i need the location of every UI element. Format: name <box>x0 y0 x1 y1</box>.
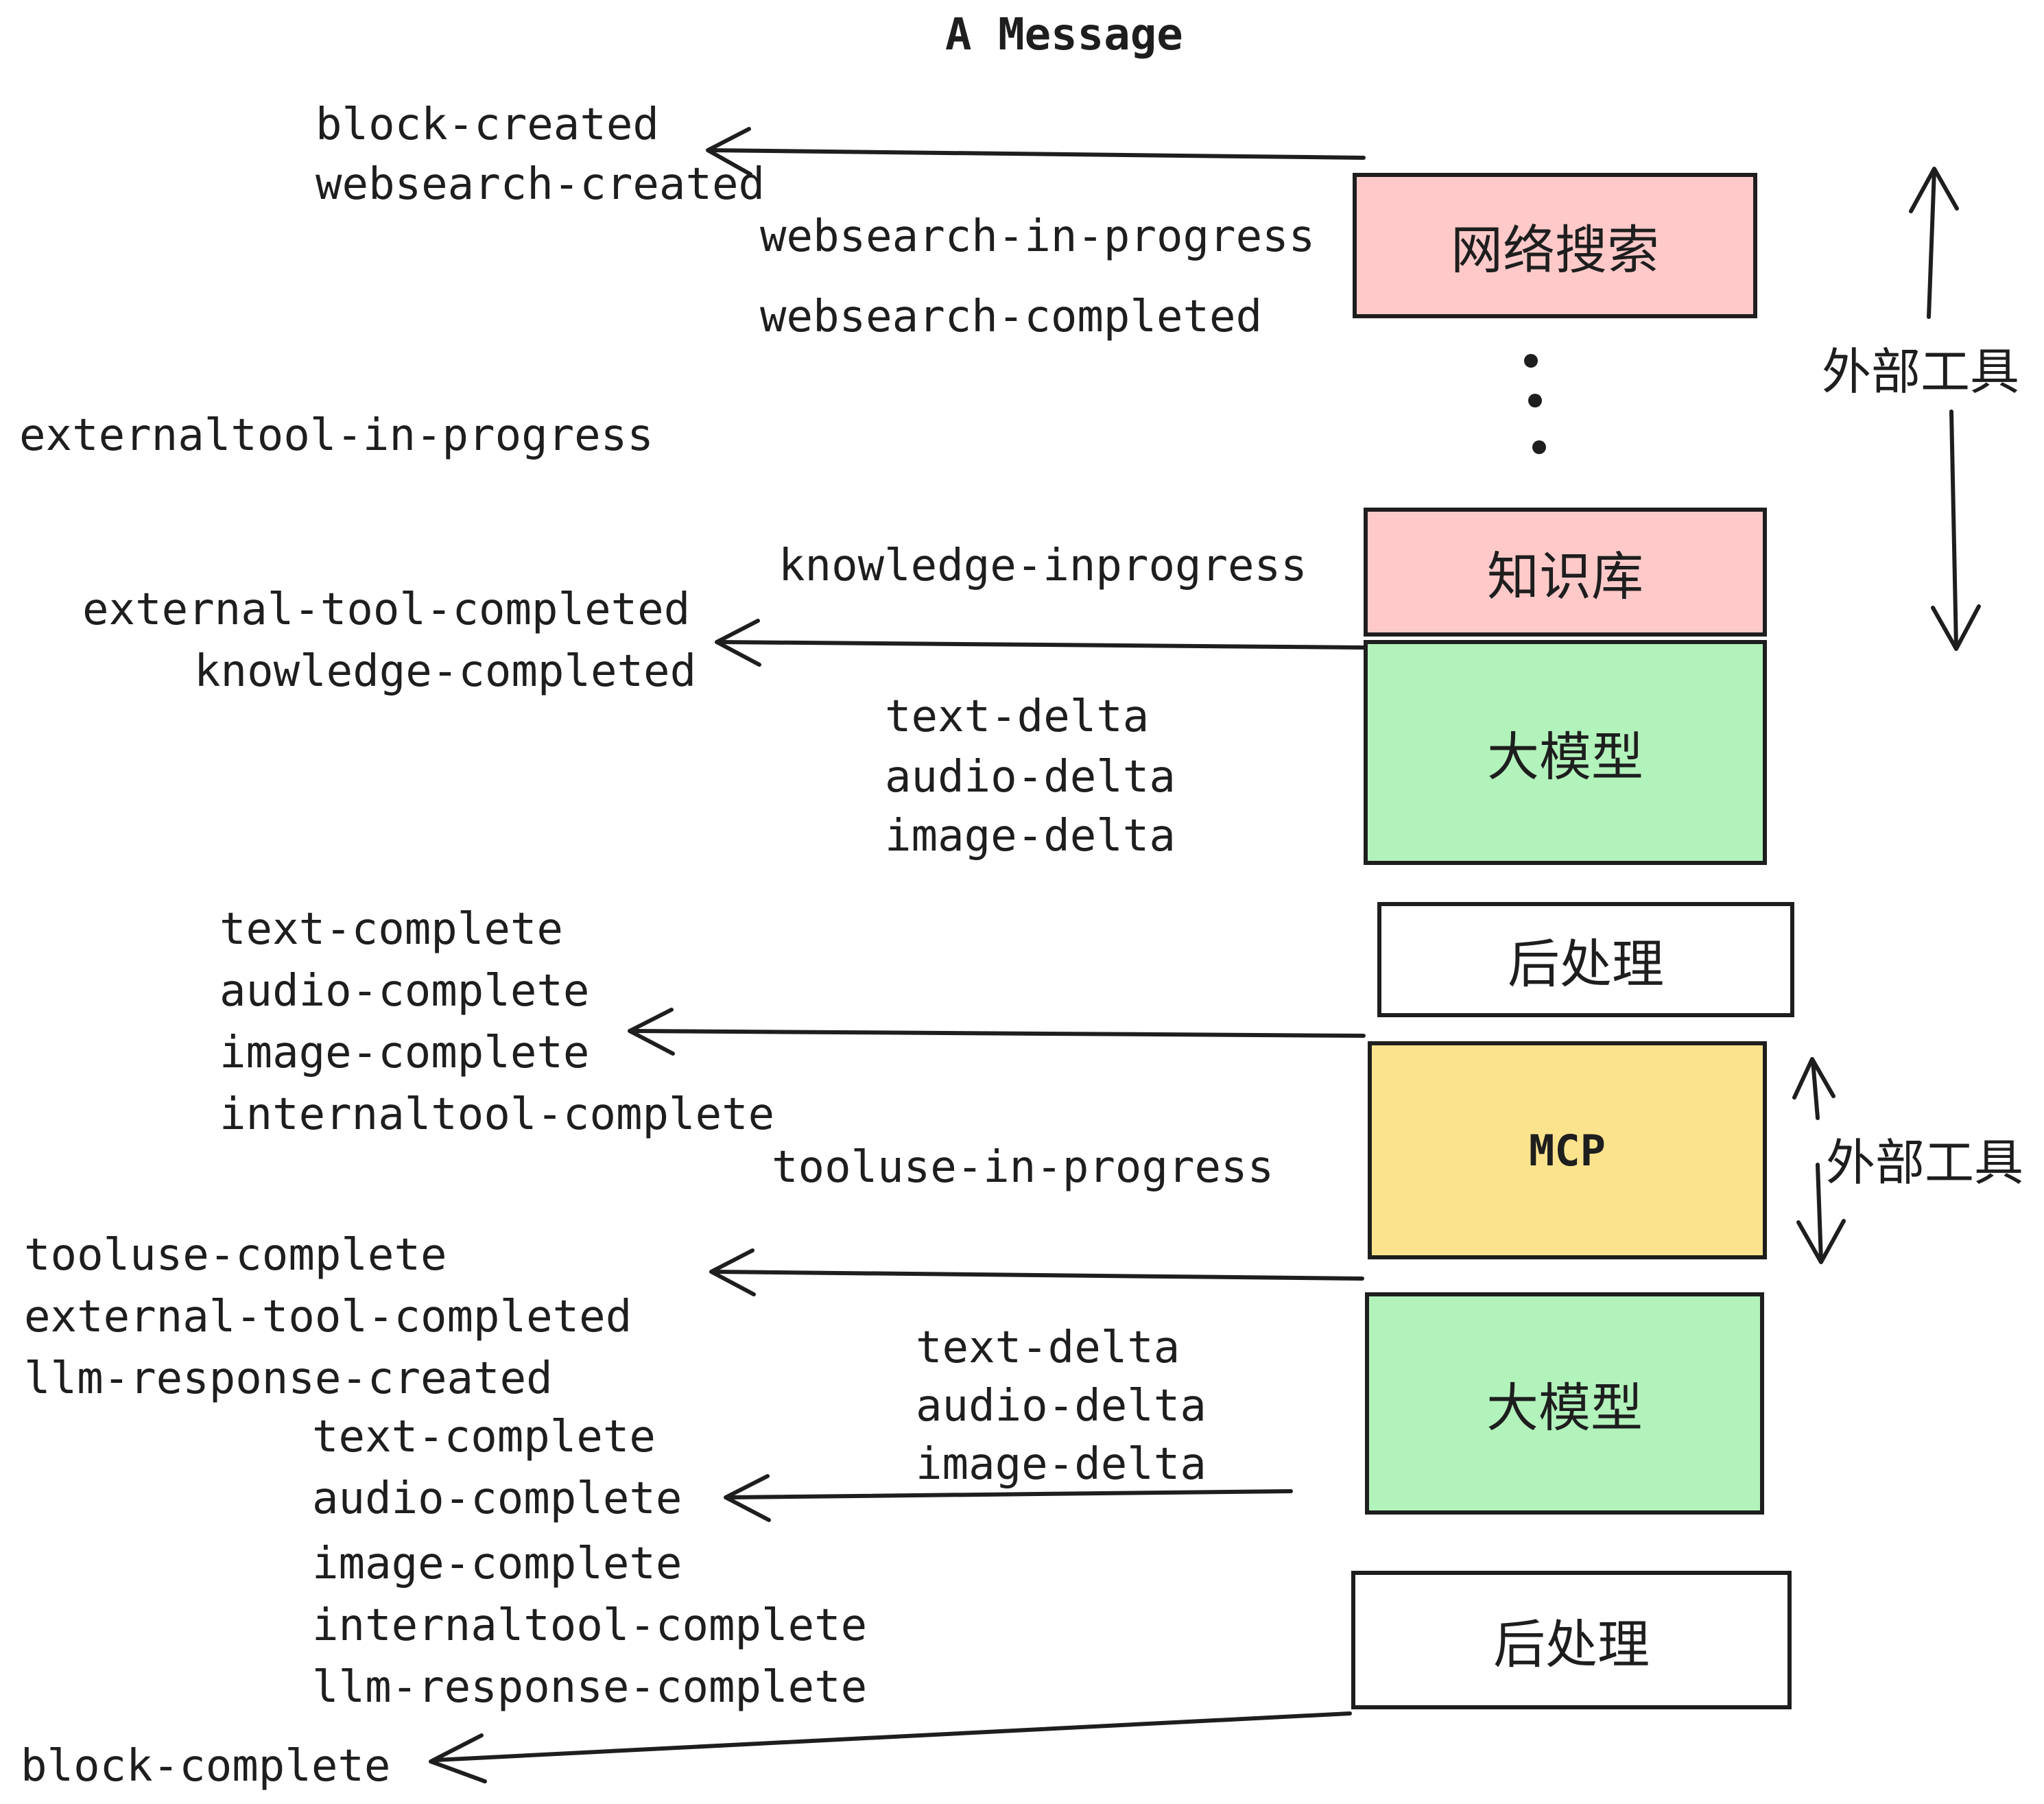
box-websearch: 网络搜索 <box>1353 173 1757 318</box>
box-llm-2: 大模型 <box>1365 1292 1764 1515</box>
arrow-external-tools-down-1 <box>1949 410 1958 650</box>
box-knowledge: 知识库 <box>1364 508 1767 637</box>
box-websearch-label: 网络搜索 <box>1451 222 1659 280</box>
event-text-complete: text-complete <box>219 904 563 955</box>
event-image-complete: image-complete <box>219 1028 590 1078</box>
box-llm-2-label: 大模型 <box>1486 1379 1643 1438</box>
box-postprocess-1: 后处理 <box>1377 902 1794 1017</box>
diagram-title: A Message <box>945 10 1183 60</box>
box-knowledge-label: 知识库 <box>1487 548 1643 606</box>
arrowhead-to-knowledge-completed <box>715 619 761 667</box>
box-llm-1-label: 大模型 <box>1487 728 1643 787</box>
event-audio-complete: audio-complete <box>219 966 590 1017</box>
ellipsis-dot <box>1524 354 1538 368</box>
event-image-delta-2: image-delta <box>916 1439 1207 1490</box>
arrowhead-to-tooluse-complete <box>709 1248 756 1296</box>
box-llm-1: 大模型 <box>1364 640 1767 865</box>
event-knowledge-completed: knowledge-completed <box>194 646 697 697</box>
event-llm-response-complete: llm-response-complete <box>312 1662 868 1713</box>
arrow-to-audio-complete <box>726 1489 1293 1499</box>
event-external-tool-completed: external-tool-completed <box>82 584 691 635</box>
box-postprocess-2: 后处理 <box>1351 1571 1792 1709</box>
arrow-to-block-complete <box>433 1711 1352 1762</box>
side-label-external-tools-1: 外部工具 <box>1822 345 2020 400</box>
event-knowledge-inprogress: knowledge-inprogress <box>779 541 1307 591</box>
event-block-complete: block-complete <box>21 1741 391 1792</box>
box-mcp-label: MCP <box>1529 1125 1606 1176</box>
arrowhead-external-tools-down-1 <box>1931 604 1981 651</box>
ellipsis-dot <box>1528 394 1542 407</box>
arrow-to-websearch-created <box>708 148 1366 160</box>
arrow-to-image-complete <box>630 1029 1366 1038</box>
arrow-external-tools-up-2 <box>1811 1058 1820 1120</box>
box-mcp: MCP <box>1368 1041 1767 1259</box>
event-external-tool-completed-2: external-tool-completed <box>24 1292 632 1342</box>
event-audio-complete-2: audio-complete <box>312 1473 682 1524</box>
event-internaltool-complete: internaltool-complete <box>219 1089 775 1140</box>
arrowhead-external-tools-down-2 <box>1796 1219 1846 1264</box>
event-image-complete-2: image-complete <box>312 1539 682 1589</box>
event-tooluse-in-progress: tooluse-in-progress <box>772 1142 1274 1193</box>
event-audio-delta-2: audio-delta <box>916 1381 1207 1432</box>
event-internaltool-complete-2: internaltool-complete <box>312 1600 868 1651</box>
event-tooluse-complete: tooluse-complete <box>24 1230 447 1281</box>
arrowhead-to-block-complete <box>429 1733 487 1783</box>
arrow-to-tooluse-complete <box>711 1270 1364 1281</box>
event-websearch-created: websearch-created <box>316 159 765 210</box>
event-text-delta: text-delta <box>885 691 1150 742</box>
event-block-created: block-created <box>316 99 659 150</box>
arrow-to-knowledge-completed <box>717 640 1366 650</box>
event-websearch-in-progress: websearch-in-progress <box>760 211 1316 262</box>
box-postprocess-2-label: 后处理 <box>1493 1616 1650 1674</box>
event-text-complete-2: text-complete <box>312 1412 656 1462</box>
ellipsis-dot <box>1532 440 1546 454</box>
arrowhead-external-tools-up-2 <box>1792 1057 1835 1100</box>
event-audio-delta: audio-delta <box>885 752 1176 803</box>
event-llm-response-created: llm-response-created <box>24 1353 553 1404</box>
arrowhead-to-image-complete <box>628 1008 675 1056</box>
event-text-delta-2: text-delta <box>916 1322 1180 1373</box>
event-externaltool-in-progress: externaltool-in-progress <box>19 410 654 461</box>
side-label-external-tools-2: 外部工具 <box>1826 1136 2024 1191</box>
arrowhead-external-tools-up-1 <box>1909 167 1959 213</box>
event-websearch-completed: websearch-completed <box>760 292 1263 342</box>
arrow-external-tools-down-2 <box>1816 1163 1823 1263</box>
box-postprocess-1-label: 后处理 <box>1508 936 1664 994</box>
arrowhead-to-audio-complete <box>724 1474 771 1522</box>
arrow-external-tools-up-1 <box>1927 168 1936 319</box>
event-image-delta: image-delta <box>885 811 1176 862</box>
